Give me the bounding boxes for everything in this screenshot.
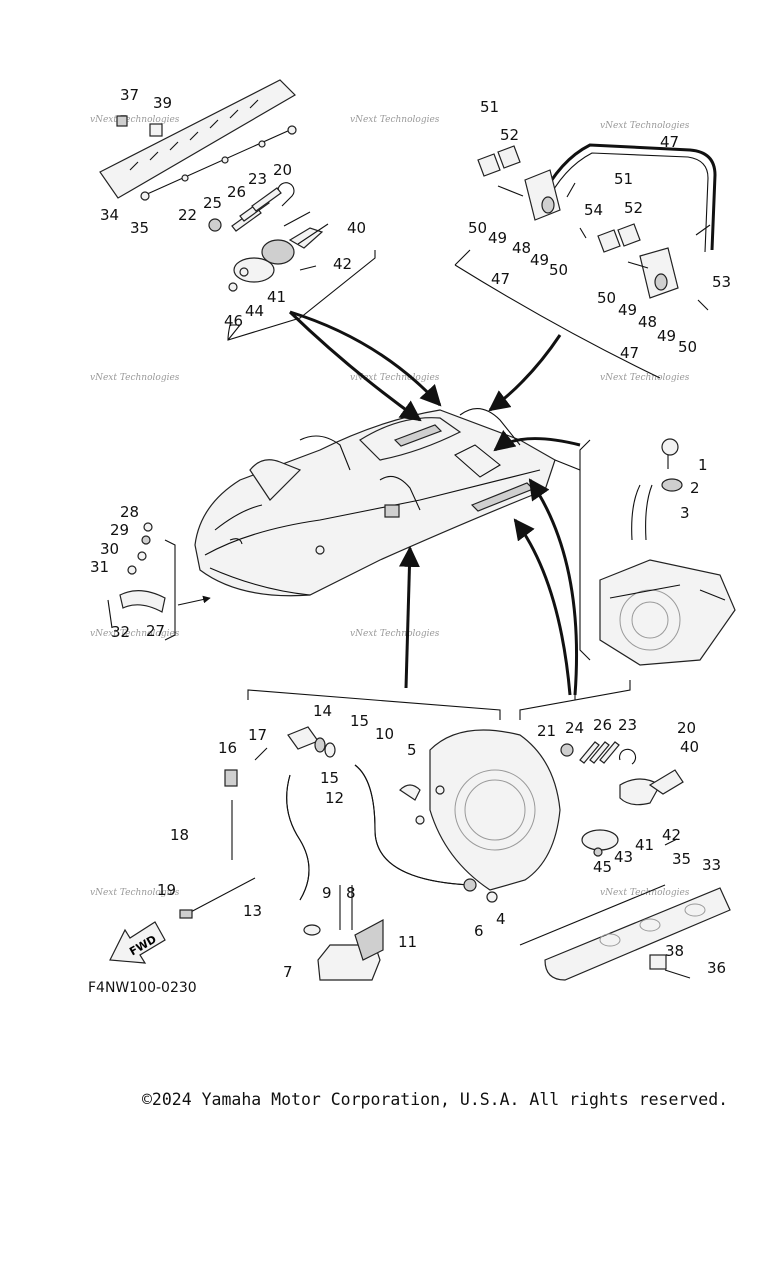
callout-48: 48 xyxy=(638,313,657,331)
callout-19: 19 xyxy=(157,881,176,899)
callout-15: 15 xyxy=(350,712,369,730)
callout-20: 20 xyxy=(677,719,696,737)
watermark: vNext Technologies xyxy=(90,115,180,125)
callout-49: 49 xyxy=(618,301,637,319)
callout-7: 7 xyxy=(283,963,293,981)
callout-43: 43 xyxy=(614,848,633,866)
callout-31: 31 xyxy=(90,558,109,576)
callout-20: 20 xyxy=(273,161,292,179)
callout-54: 54 xyxy=(584,201,603,219)
callout-12: 12 xyxy=(325,789,344,807)
callout-37: 37 xyxy=(120,86,139,104)
top-left-assembly xyxy=(99,79,376,341)
copyright-notice: ©2024 Yamaha Motor Corporation, U.S.A. A… xyxy=(142,1090,729,1109)
callout-47: 47 xyxy=(491,270,510,288)
callout-40: 40 xyxy=(347,219,366,237)
callout-36: 36 xyxy=(707,959,726,977)
callout-52: 52 xyxy=(624,199,643,217)
callout-44: 44 xyxy=(245,302,264,320)
callout-49: 49 xyxy=(530,251,549,269)
right-mid-assembly xyxy=(579,438,736,666)
callout-16: 16 xyxy=(218,739,237,757)
watermark: vNext Technologies xyxy=(600,121,690,131)
callout-51: 51 xyxy=(480,98,499,116)
callout-4: 4 xyxy=(496,910,506,928)
callout-27: 27 xyxy=(146,622,165,640)
callout-23: 23 xyxy=(248,170,267,188)
callout-33: 33 xyxy=(702,856,721,874)
callout-42: 42 xyxy=(662,826,681,844)
callout-39: 39 xyxy=(153,94,172,112)
callout-11: 11 xyxy=(398,933,417,951)
callout-50: 50 xyxy=(549,261,568,279)
callout-38: 38 xyxy=(665,942,684,960)
callout-9: 9 xyxy=(322,884,332,902)
callout-13: 13 xyxy=(243,902,262,920)
callout-18: 18 xyxy=(170,826,189,844)
callout-41: 41 xyxy=(635,836,654,854)
callout-51: 51 xyxy=(614,170,633,188)
watermark: vNext Technologies xyxy=(90,629,180,639)
callout-40: 40 xyxy=(680,738,699,756)
callout-42: 42 xyxy=(333,255,352,273)
watermark: vNext Technologies xyxy=(350,629,440,639)
callout-28: 28 xyxy=(120,503,139,521)
callout-30: 30 xyxy=(100,540,119,558)
callout-47: 47 xyxy=(660,133,679,151)
watermark: vNext Technologies xyxy=(350,115,440,125)
callout-50: 50 xyxy=(468,219,487,237)
callout-15: 15 xyxy=(320,769,339,787)
callout-17: 17 xyxy=(248,726,267,744)
callout-8: 8 xyxy=(346,884,356,902)
watermark: vNext Technologies xyxy=(600,373,690,383)
callout-47: 47 xyxy=(620,344,639,362)
callout-49: 49 xyxy=(488,229,507,247)
callout-32: 32 xyxy=(111,623,130,641)
watercraft-hull xyxy=(194,408,581,597)
bottom-assembly: FWD xyxy=(109,310,731,981)
callout-50: 50 xyxy=(597,289,616,307)
callout-1: 1 xyxy=(698,456,708,474)
callout-35: 35 xyxy=(672,850,691,868)
callout-2: 2 xyxy=(690,479,700,497)
callout-23: 23 xyxy=(618,716,637,734)
fwd-arrow-icon: FWD xyxy=(109,921,166,964)
callout-26: 26 xyxy=(593,716,612,734)
watermark: vNext Technologies xyxy=(90,373,180,383)
diagram-code: F4NW100-0230 xyxy=(88,980,197,996)
callout-14: 14 xyxy=(313,702,332,720)
watermark: vNext Technologies xyxy=(90,888,180,898)
callout-46: 46 xyxy=(224,312,243,330)
callout-48: 48 xyxy=(512,239,531,257)
callout-5: 5 xyxy=(407,741,417,759)
callout-35: 35 xyxy=(130,219,149,237)
callout-34: 34 xyxy=(100,206,119,224)
watermark: vNext Technologies xyxy=(350,373,440,383)
callout-52: 52 xyxy=(500,126,519,144)
top-right-assembly xyxy=(454,143,717,379)
callout-6: 6 xyxy=(474,922,484,940)
callout-41: 41 xyxy=(267,288,286,306)
callout-22: 22 xyxy=(178,206,197,224)
callout-50: 50 xyxy=(678,338,697,356)
callout-10: 10 xyxy=(375,725,394,743)
left-mid-assembly xyxy=(107,522,211,641)
callout-53: 53 xyxy=(712,273,731,291)
callout-49: 49 xyxy=(657,327,676,345)
callout-25: 25 xyxy=(203,194,222,212)
callout-21: 21 xyxy=(537,722,556,740)
callout-29: 29 xyxy=(110,521,129,539)
callout-26: 26 xyxy=(227,183,246,201)
callout-24: 24 xyxy=(565,719,584,737)
parts-diagram: vNext Technologies vNext Technologies vN… xyxy=(88,79,736,996)
callout-45: 45 xyxy=(593,858,612,876)
callout-3: 3 xyxy=(680,504,690,522)
